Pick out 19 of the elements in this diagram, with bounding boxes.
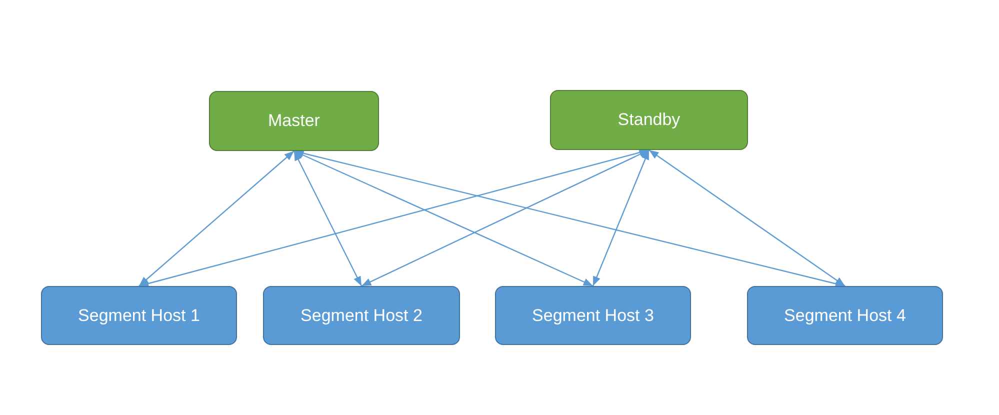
process-box [263,286,460,345]
node-label: Segment Host 4 [784,304,906,327]
arrow [361,149,650,287]
node-label: Segment Host 1 [78,304,200,327]
process-box [747,286,943,345]
process-box [41,286,237,345]
node-label: Segment Host 2 [300,304,422,327]
node-label: Master [268,110,320,132]
arrow [293,150,362,286]
process-box [495,286,691,345]
arrow [648,150,846,286]
node-label: Standby [618,109,680,132]
arrow [294,150,594,287]
process-box [209,91,379,151]
node-label: Segment Host 3 [532,304,654,327]
process-box [550,90,748,150]
arrow [294,150,846,288]
arrow [138,150,294,286]
arrow [592,150,650,286]
